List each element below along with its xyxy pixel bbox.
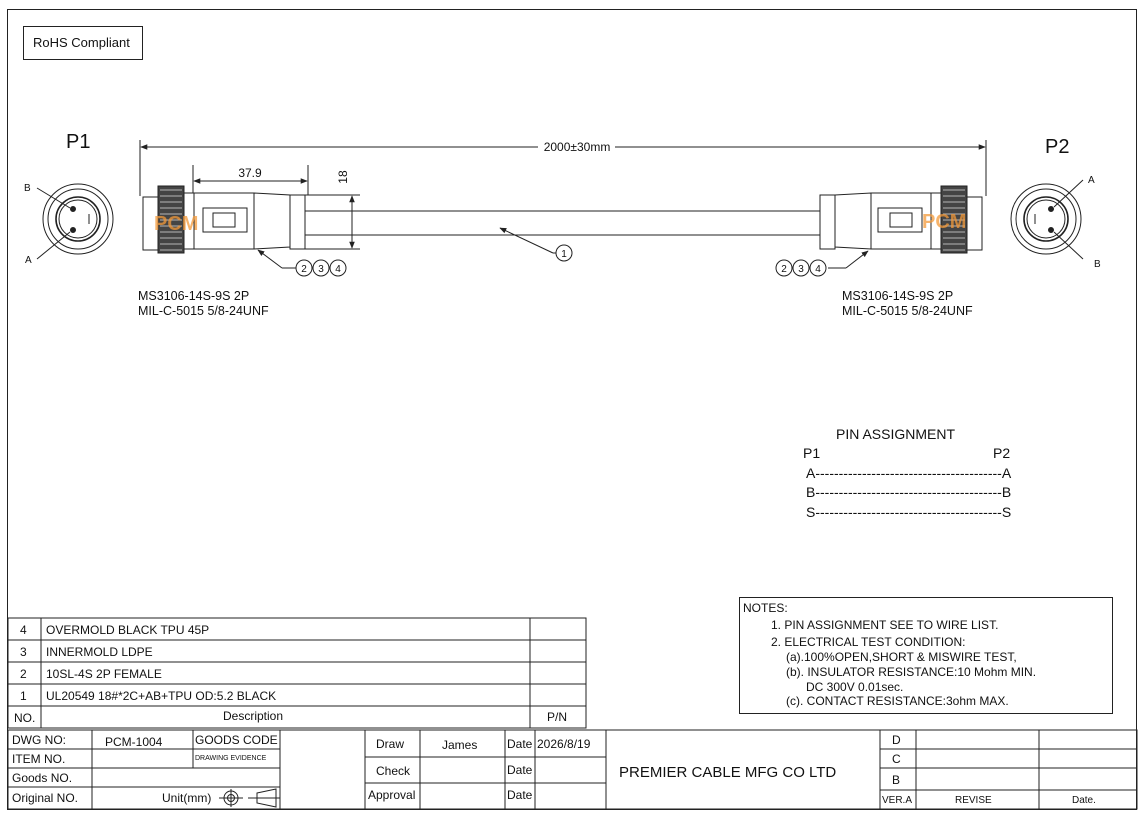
bom-row-1-desc: UL20549 18#*2C+AB+TPU OD:5.2 BLACK	[46, 689, 277, 703]
connector-length-text: 37.9	[238, 166, 262, 180]
left-part-spec: MIL-C-5015 5/8-24UNF	[138, 304, 269, 318]
note-2a: (a).100%OPEN,SHORT & MISWIRE TEST,	[786, 650, 1017, 664]
pin-assignment-title: PIN ASSIGNMENT	[836, 426, 956, 442]
connector-length-dimension	[192, 165, 309, 195]
projection-symbol-icon	[219, 788, 280, 808]
bom-row-3-desc: INNERMOLD LDPE	[46, 645, 153, 659]
p2-pin-top-label: A	[1088, 175, 1095, 186]
rohs-label: RoHS Compliant	[33, 35, 130, 50]
revision-b: B	[892, 773, 901, 787]
revision-c: C	[892, 752, 901, 766]
balloon-right-4: 4	[815, 264, 821, 275]
p2-face-view	[1010, 179, 1084, 260]
left-brand-watermark: PCM	[154, 213, 198, 235]
approval-date-label: Date	[507, 788, 533, 802]
company-name: PREMIER CABLE MFG CO LTD	[619, 764, 837, 781]
check-date-label: Date	[507, 763, 533, 777]
dwg-no-value: PCM-1004	[105, 735, 163, 749]
cable-drawing: 1 2 3 4 2 3 4 2000±30mm 37.9 18 B A A B …	[24, 140, 1101, 277]
rohs-box	[23, 26, 143, 60]
original-no-label: Original NO.	[12, 791, 79, 805]
p1-pin-top-label: B	[24, 183, 31, 194]
pin-assignment-p2: P2	[993, 445, 1011, 461]
balloon-right-2: 2	[781, 264, 787, 275]
left-part-number: MS3106-14S-9S 2P	[138, 289, 250, 303]
notes-title: NOTES:	[743, 601, 788, 615]
bom-header-pn: P/N	[547, 710, 568, 724]
check-label: Check	[376, 764, 411, 778]
goods-code-label: GOODS CODE	[195, 733, 278, 747]
balloon-right-3: 3	[798, 264, 804, 275]
bom-row-1-no: 1	[20, 689, 27, 703]
bom-row-2-desc: 10SL-4S 2P FEMALE	[46, 667, 162, 681]
pin-row-s: S---------------------------------------…	[806, 504, 1012, 520]
right-brand-watermark: PCM	[922, 211, 966, 233]
bom-row-2-no: 2	[20, 667, 27, 681]
drawing-evidence-label: DRAWING EVIDENCE	[195, 755, 267, 762]
bom-header-desc: Description	[223, 709, 284, 723]
p1-pin-bottom-label: A	[25, 255, 32, 266]
p1-face-view	[36, 183, 114, 260]
bom-row-3-no: 3	[20, 645, 27, 659]
date-column-label: Date.	[1072, 795, 1096, 806]
dwg-no-label: DWG NO:	[12, 733, 66, 747]
bom-row-4-no: 4	[20, 623, 27, 637]
right-part-spec: MIL-C-5015 5/8-24UNF	[842, 304, 973, 318]
draw-label: Draw	[376, 737, 405, 751]
notes-box	[739, 597, 1113, 714]
balloon-left-3: 3	[318, 264, 324, 275]
bom-header-no: NO.	[14, 711, 36, 725]
unit-label: Unit(mm)	[162, 791, 212, 805]
balloon-circles	[295, 244, 827, 277]
right-connector	[819, 185, 983, 254]
length-dimension	[139, 140, 987, 196]
note-1: 1. PIN ASSIGNMENT SEE TO WIRE LIST.	[771, 618, 999, 632]
note-2b: (b). INSULATOR RESISTANCE:10 Mohm MIN.	[786, 665, 1037, 679]
length-dimension-text: 2000±30mm	[544, 140, 611, 154]
right-part-number: MS3106-14S-9S 2P	[842, 289, 954, 303]
note-2b-cont: DC 300V 0.01sec.	[806, 680, 904, 694]
balloon-left-2: 2	[301, 264, 307, 275]
revise-label: REVISE	[955, 795, 992, 806]
p2-pin-bottom-label: B	[1094, 259, 1101, 270]
connector-height-text: 18	[336, 170, 350, 184]
pin-assignment-p1: P1	[803, 445, 821, 461]
p1-label: P1	[66, 131, 91, 153]
note-2c: (c). CONTACT RESISTANCE:3ohm MAX.	[786, 694, 1009, 708]
note-2: 2. ELECTRICAL TEST CONDITION:	[771, 635, 966, 649]
p2-label: P2	[1045, 136, 1070, 158]
balloon-left-4: 4	[335, 264, 341, 275]
connector-height-dimension	[305, 194, 360, 250]
draw-date-label: Date	[507, 737, 533, 751]
draw-date-value: 2026/8/19	[537, 737, 591, 751]
left-connector	[142, 185, 306, 254]
leader-lines	[257, 227, 869, 269]
revision-d: D	[892, 733, 901, 747]
draw-name: James	[442, 738, 478, 752]
approval-label: Approval	[368, 788, 416, 802]
bom-row-4-desc: OVERMOLD BLACK TPU 45P	[46, 623, 210, 637]
item-no-label: ITEM NO.	[12, 752, 66, 766]
pin-row-a: A---------------------------------------…	[806, 465, 1012, 481]
pin-row-b: B---------------------------------------…	[806, 484, 1012, 500]
cable-body	[305, 210, 820, 236]
goods-no-label: Goods NO.	[12, 771, 73, 785]
version-label: VER.A	[882, 795, 913, 806]
balloon-cable: 1	[561, 249, 567, 260]
